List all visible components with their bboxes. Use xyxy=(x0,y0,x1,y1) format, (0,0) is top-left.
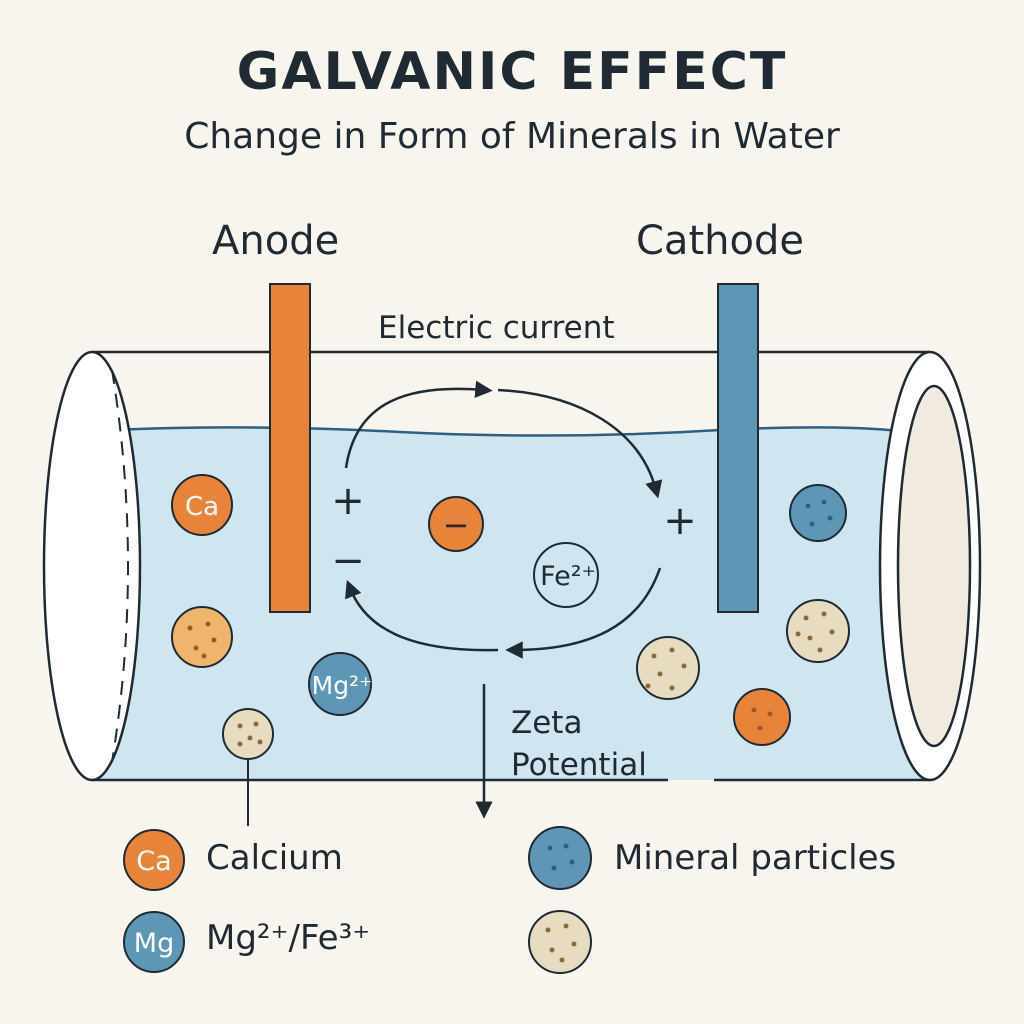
particle-beige-right xyxy=(786,599,850,663)
legend-mineral-label: Mineral particles xyxy=(614,838,897,878)
pipe-right-inner xyxy=(896,384,972,748)
anode-plus-sign: + xyxy=(331,478,365,524)
diagram-subtitle: Change in Form of Minerals in Water xyxy=(184,116,840,157)
particle-negative-ion: − xyxy=(428,496,484,552)
diagram-title: GALVANIC EFFECT xyxy=(236,42,788,102)
iron-ion-symbol: Fe²⁺ xyxy=(540,561,596,592)
cathode-plus-sign: + xyxy=(663,498,697,544)
magnesium-ion-symbol: Mg²⁺ xyxy=(312,671,373,700)
particle-beige-center xyxy=(636,636,700,700)
legend-mineral-beige-badge xyxy=(528,910,592,974)
particle-orange-right xyxy=(733,688,791,746)
particle-iron-ion: Fe²⁺ xyxy=(533,542,599,608)
particle-light-orange xyxy=(171,606,233,668)
legend-magnesium-iron-label: Mg²⁺/Fe³⁺ xyxy=(206,918,371,958)
legend-calcium-symbol: Ca xyxy=(136,846,171,877)
zeta-label-line1: Zeta xyxy=(511,705,583,741)
legend-magnesium-badge: Mg xyxy=(123,911,185,973)
current-arrow-bottom xyxy=(505,567,662,659)
electric-current-label: Electric current xyxy=(378,310,615,346)
current-arrow-top xyxy=(344,380,493,469)
water-surface xyxy=(109,426,911,437)
zeta-potential-label: Zeta Potential xyxy=(511,702,647,786)
particle-magnesium-ion: Mg²⁺ xyxy=(308,652,373,716)
particle-calcium-ion: Ca xyxy=(171,474,233,536)
anode-label: Anode xyxy=(212,218,340,264)
current-arrow-right xyxy=(497,388,663,499)
pipe-left-inner-dashed xyxy=(111,369,129,763)
legend-calcium-badge: Ca xyxy=(123,829,185,891)
particle-mineral-blue xyxy=(789,484,847,542)
zeta-label-line2: Potential xyxy=(511,747,647,783)
pipe-left-end xyxy=(42,350,142,782)
legend-calcium-label: Calcium xyxy=(206,838,343,878)
legend-mineral-blue-badge xyxy=(528,826,592,890)
anode-electrode xyxy=(269,283,311,613)
calcium-ion-symbol: Ca xyxy=(185,492,219,522)
particle-beige-small xyxy=(222,708,274,760)
negative-ion-symbol: − xyxy=(443,506,470,544)
current-arrow-left xyxy=(345,579,499,652)
cathode-label: Cathode xyxy=(636,218,804,264)
anode-minus-sign: − xyxy=(331,538,365,584)
legend-magnesium-symbol: Mg xyxy=(134,928,174,959)
cathode-electrode xyxy=(717,283,759,613)
